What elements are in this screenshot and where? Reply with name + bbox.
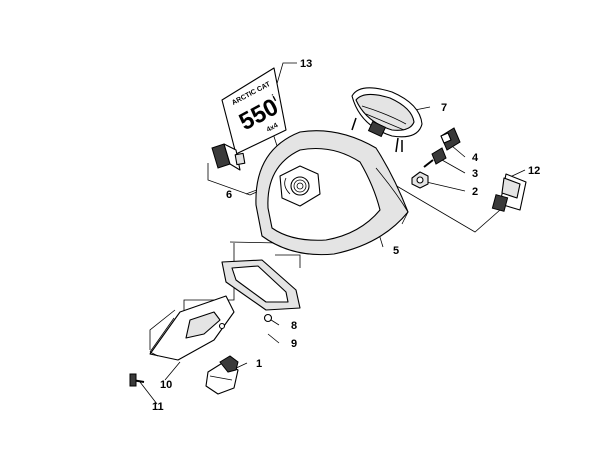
pod-housing-part-5: [255, 130, 409, 256]
callout-9: 9: [291, 338, 297, 350]
callout-number: 5: [393, 245, 399, 257]
decal-drive-text: 4x4: [266, 122, 280, 134]
bracket-part-10: [149, 295, 235, 361]
callout-number: 6: [226, 189, 232, 201]
callout-13: 13: [300, 58, 312, 70]
socket-part-6: [211, 143, 246, 171]
speedometer-part-7: [351, 87, 423, 153]
switch-part-12: [491, 173, 527, 212]
key-part-3: [423, 147, 447, 168]
callout-number: 2: [472, 186, 478, 198]
callout-10: 10: [160, 379, 172, 391]
nut-part-2: [411, 171, 429, 189]
decal-part-13: ARCTIC CAT 550 i 4x4: [221, 67, 287, 155]
callout-number: 13: [300, 58, 312, 70]
callout-8: 8: [291, 320, 297, 332]
connector-part-1: [205, 355, 239, 395]
decal-suffix-text: i: [271, 93, 279, 104]
callout-number: 4: [472, 152, 479, 164]
callout-number: 12: [528, 165, 540, 177]
callout-number: 10: [160, 379, 172, 391]
callout-11: 11: [152, 401, 164, 413]
callout-2: 2: [472, 186, 478, 198]
gasket-part-9: [221, 259, 301, 311]
callout-1: 1: [256, 358, 262, 370]
screw-part-11: [129, 373, 145, 387]
callout-6: 6: [226, 189, 232, 201]
callout-number: 9: [291, 338, 297, 350]
callout-12: 12: [528, 165, 540, 177]
callout-3: 3: [472, 168, 478, 180]
callout-number: 8: [291, 320, 297, 332]
callout-5: 5: [393, 245, 399, 257]
callout-7: 7: [441, 102, 447, 114]
clip-part-8: [263, 313, 273, 323]
callout-number: 7: [441, 102, 447, 114]
key-head-part-4: [440, 127, 461, 151]
callout-number: 1: [256, 358, 262, 370]
callout-number: 3: [472, 168, 478, 180]
callout-number: 11: [152, 401, 164, 413]
callout-4: 4: [472, 152, 479, 164]
socket-opening: [279, 165, 321, 207]
